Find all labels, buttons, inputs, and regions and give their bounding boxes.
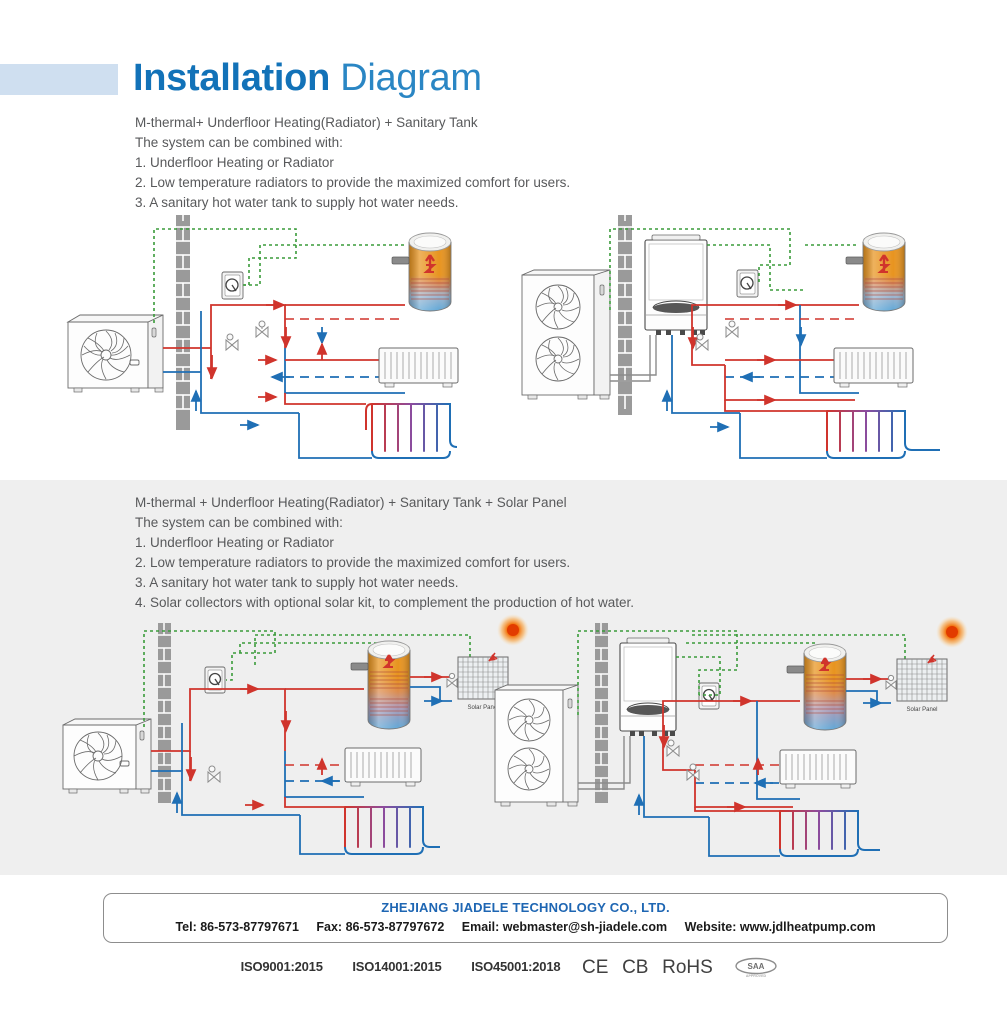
description-line-3: 1. Underfloor Heating or Radiator xyxy=(135,535,334,550)
cert-ce-mark: CE xyxy=(582,957,609,978)
thermostat-right xyxy=(736,269,759,298)
refrigerant-lines-right-2 xyxy=(578,736,631,790)
sun-right xyxy=(927,616,968,664)
solar-panel-label-right: Solar Panel xyxy=(906,707,937,713)
description-line-5: 3. A sanitary hot water tank to supply h… xyxy=(135,195,459,210)
sun-left xyxy=(488,614,529,662)
solar-system-right: Solar Panel xyxy=(494,616,968,857)
cert-rohs-mark: RoHS xyxy=(662,957,713,978)
solar-tank-right xyxy=(786,643,847,731)
piping-left xyxy=(163,299,405,431)
wall-left-2 xyxy=(158,623,171,803)
control-wiring-right xyxy=(609,228,858,310)
underfloor-heating-left-2 xyxy=(344,806,440,855)
website[interactable]: Website: www.jdlheatpump.com xyxy=(684,920,876,934)
section1-description: M-thermal+ Underfloor Heating(Radiator) … xyxy=(135,113,570,213)
control-wiring-left xyxy=(153,228,404,323)
page-title-bold: Installation xyxy=(133,57,330,99)
radiator-left xyxy=(378,347,459,388)
page-title: Installation Diagram xyxy=(133,57,482,100)
title-accent-bar xyxy=(0,64,118,95)
outdoor-unit-left-2 xyxy=(62,718,152,794)
solar-collector-right: Solar Panel xyxy=(896,658,948,713)
cert-saa-mark: SAA APPROVED xyxy=(733,957,779,979)
underfloor-heating-right-2 xyxy=(779,810,880,857)
telephone: Tel: 86-573-87797671 xyxy=(175,920,299,934)
description-line-4: 2. Low temperature radiators to provide … xyxy=(135,175,571,190)
radiator-left-2 xyxy=(344,747,422,787)
underfloor-heating-right xyxy=(826,410,940,459)
refrigerant-lines-right xyxy=(610,335,657,382)
thermostat-left-2 xyxy=(204,666,226,694)
radiator-right-2 xyxy=(779,749,857,789)
cert-iso9001: ISO9001:2015 xyxy=(240,959,323,975)
description-line-2: The system can be combined with: xyxy=(135,135,343,150)
cert-iso14001: ISO14001:2015 xyxy=(352,959,442,975)
section1-diagrams xyxy=(0,215,1007,475)
control-wiring-left-2 xyxy=(143,630,471,727)
section2-description: M-thermal + Underfloor Heating(Radiator)… xyxy=(135,493,634,613)
description-line-4: 2. Low temperature radiators to provide … xyxy=(135,555,571,570)
certification-row: ISO9001:2015 ISO14001:2015 ISO45001:2018… xyxy=(0,957,1007,979)
system-monobloc-left xyxy=(66,215,459,459)
solar-panel-label-left: Solar Panel xyxy=(467,705,498,711)
email[interactable]: Email: webmaster@sh-jiadele.com xyxy=(461,920,668,934)
outdoor-unit-right-2 xyxy=(494,684,579,807)
outdoor-unit-right xyxy=(521,269,611,400)
description-line-5: 3. A sanitary hot water tank to supply h… xyxy=(135,575,459,590)
solar-system-left: Solar Panel xyxy=(62,614,529,855)
system-split-right xyxy=(521,215,940,459)
solar-tank-left xyxy=(350,640,411,730)
indoor-hydro-unit-right xyxy=(644,234,708,335)
radiator-right xyxy=(833,347,914,388)
outdoor-unit-left xyxy=(66,314,164,393)
thermostat-right-2 xyxy=(698,682,720,710)
cert-saa-label: SAA xyxy=(748,962,765,971)
description-line-6: 4. Solar collectors with optional solar … xyxy=(135,595,635,610)
valve-assembly-right xyxy=(695,320,739,352)
valve-assembly-left-2 xyxy=(207,672,458,784)
control-wiring-right-2 xyxy=(577,630,906,715)
contact-line: Tel: 86-573-87797671 Fax: 86-573-8779767… xyxy=(104,920,947,934)
description-line-2: The system can be combined with: xyxy=(135,515,343,530)
page-title-light: Diagram xyxy=(340,57,482,99)
valve-assembly-left xyxy=(225,320,269,352)
thermostat-left xyxy=(221,271,244,300)
description-line-3: 1. Underfloor Heating or Radiator xyxy=(135,155,334,170)
section2-diagrams: Solar Panel xyxy=(0,614,1007,875)
company-name: ZHEJIANG JIADELE TECHNOLOGY CO., LTD. xyxy=(381,900,670,915)
description-line-1: M-thermal + Underfloor Heating(Radiator)… xyxy=(135,495,567,510)
fax: Fax: 86-573-87797672 xyxy=(316,920,445,934)
cert-iso45001: ISO45001:2018 xyxy=(471,959,561,975)
valve-assembly-right-2 xyxy=(666,674,897,782)
sanitary-tank-left xyxy=(391,232,452,312)
description-line-1: M-thermal+ Underfloor Heating(Radiator) … xyxy=(135,115,478,130)
cert-cb-mark: CB xyxy=(622,957,649,978)
underfloor-heating-left xyxy=(365,403,458,459)
svg-text:APPROVED: APPROVED xyxy=(746,974,767,978)
sanitary-tank-right xyxy=(845,232,906,312)
wall-right-2 xyxy=(595,623,608,803)
wall-left xyxy=(176,215,190,430)
footer-contact-box: ZHEJIANG JIADELE TECHNOLOGY CO., LTD. Te… xyxy=(103,893,948,943)
indoor-hydro-unit-right-2 xyxy=(619,637,677,736)
wall-right xyxy=(618,215,632,415)
